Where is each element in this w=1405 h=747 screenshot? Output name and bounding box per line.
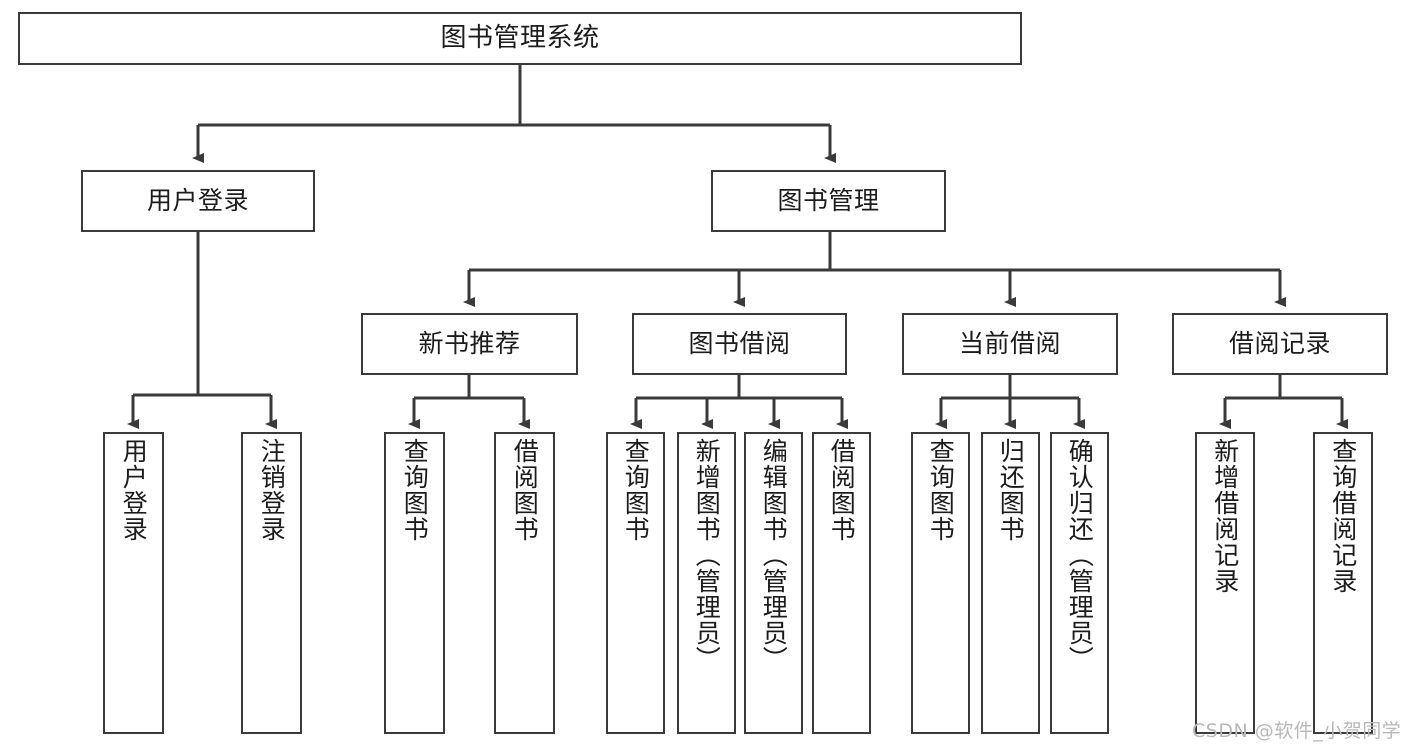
node-book-manage-label: 图书管理 <box>777 186 880 216</box>
node-leaf-edit-book[interactable]: 编辑图书（管理员） <box>744 432 803 734</box>
node-current-borrow-label: 当前借阅 <box>958 329 1061 359</box>
node-borrow-record[interactable]: 借阅记录 <box>1172 313 1388 375</box>
node-leaf-return-book-label: 归还图书 <box>996 438 1026 542</box>
node-leaf-borrow-book-1[interactable]: 借阅图书 <box>494 432 555 734</box>
node-leaf-query-book-1-label: 查询图书 <box>400 438 430 542</box>
node-leaf-confirm-return-label: 确认归还（管理员） <box>1065 438 1095 672</box>
node-leaf-user-login[interactable]: 用户登录 <box>103 432 164 734</box>
node-leaf-confirm-return[interactable]: 确认归还（管理员） <box>1050 432 1109 734</box>
node-leaf-borrow-book-2[interactable]: 借阅图书 <box>812 432 871 734</box>
node-root[interactable]: 图书管理系统 <box>18 12 1022 65</box>
node-leaf-query-record[interactable]: 查询借阅记录 <box>1313 432 1373 734</box>
node-leaf-query-book-3-label: 查询图书 <box>926 438 956 542</box>
node-leaf-user-login-label: 用户登录 <box>119 438 149 542</box>
node-book-borrow-label: 图书借阅 <box>688 329 791 359</box>
node-new-book-recommend[interactable]: 新书推荐 <box>361 313 578 375</box>
node-leaf-query-book-2-label: 查询图书 <box>621 438 651 542</box>
node-leaf-add-book[interactable]: 新增图书（管理员） <box>677 432 736 734</box>
node-borrow-record-label: 借阅记录 <box>1228 329 1331 359</box>
node-leaf-add-book-label: 新增图书（管理员） <box>692 438 722 672</box>
node-leaf-borrow-book-1-label: 借阅图书 <box>510 438 540 542</box>
node-leaf-add-record-label: 新增借阅记录 <box>1210 438 1240 594</box>
node-leaf-return-book[interactable]: 归还图书 <box>981 432 1040 734</box>
node-leaf-logout[interactable]: 注销登录 <box>241 432 302 734</box>
node-new-book-recommend-label: 新书推荐 <box>418 329 521 359</box>
watermark: CSDN @软件_小贺同学 <box>1192 720 1402 742</box>
node-leaf-logout-label: 注销登录 <box>257 438 287 542</box>
node-leaf-query-record-label: 查询借阅记录 <box>1328 438 1358 594</box>
node-leaf-add-record[interactable]: 新增借阅记录 <box>1195 432 1255 734</box>
node-leaf-query-book-3[interactable]: 查询图书 <box>911 432 970 734</box>
node-leaf-query-book-2[interactable]: 查询图书 <box>606 432 665 734</box>
node-root-label: 图书管理系统 <box>440 23 600 54</box>
node-user-login[interactable]: 用户登录 <box>81 170 315 232</box>
node-leaf-edit-book-label: 编辑图书（管理员） <box>759 438 789 672</box>
node-book-manage[interactable]: 图书管理 <box>711 170 946 232</box>
node-user-login-label: 用户登录 <box>146 186 249 216</box>
node-book-borrow[interactable]: 图书借阅 <box>632 313 847 375</box>
node-leaf-borrow-book-2-label: 借阅图书 <box>827 438 857 542</box>
node-current-borrow[interactable]: 当前借阅 <box>902 313 1118 375</box>
node-leaf-query-book-1[interactable]: 查询图书 <box>384 432 445 734</box>
